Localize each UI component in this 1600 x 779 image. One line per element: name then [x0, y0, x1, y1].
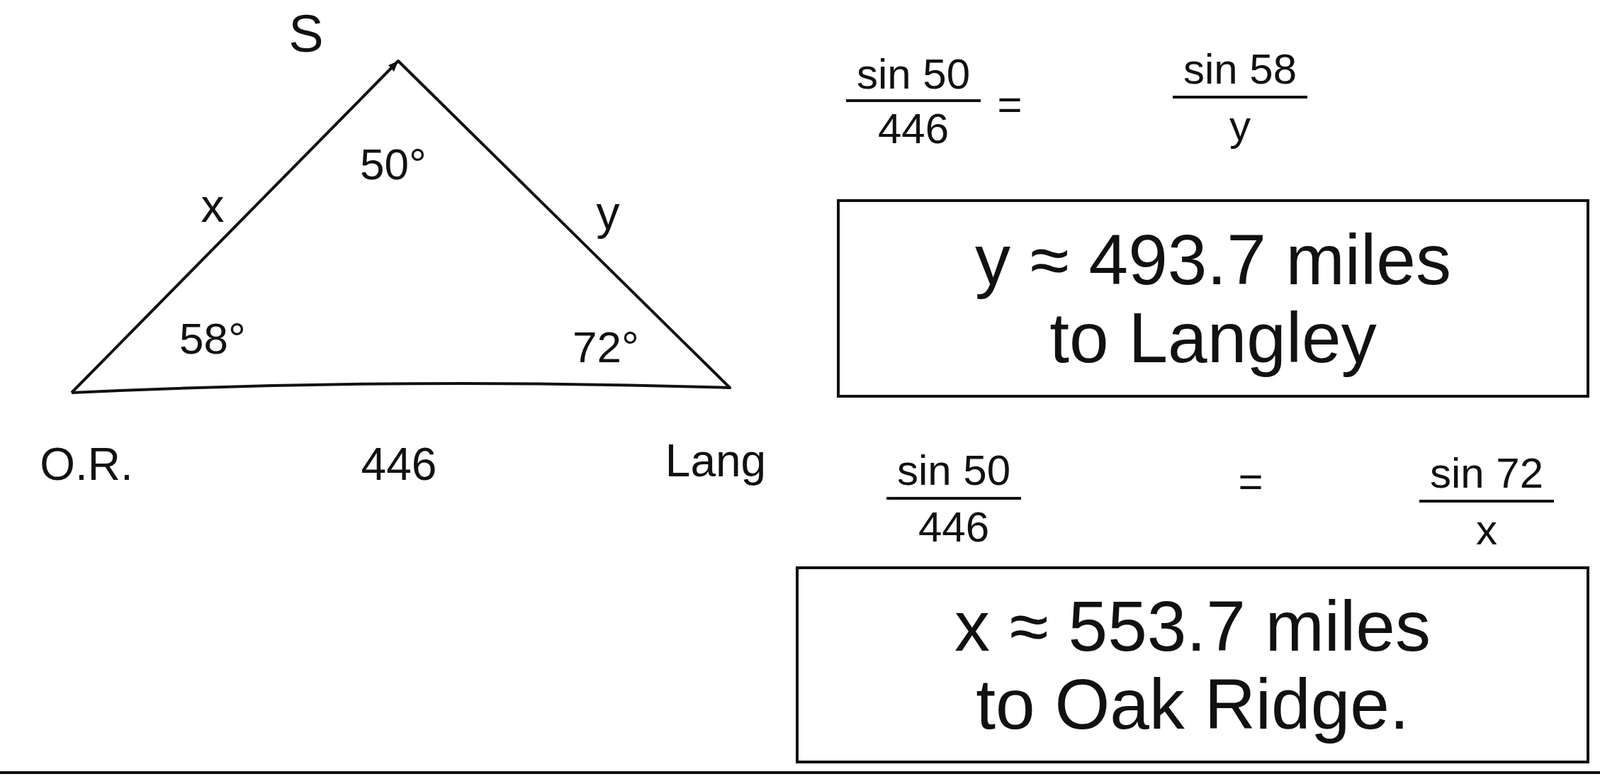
equation-text: x: [1475, 508, 1498, 552]
angle-label: 50°: [359, 142, 427, 187]
side-length: 446: [361, 441, 438, 487]
answer-box: x ≈ 553.7 miles to Oak Ridge.: [795, 566, 1590, 764]
equation-text: y: [1229, 104, 1251, 148]
vertex-label: S: [288, 7, 324, 61]
answer-text: x ≈ 553.7 miles to Oak Ridge.: [923, 586, 1462, 743]
angle-label: 72°: [572, 325, 640, 370]
answer-text: y ≈ 493.7 miles to Langley: [954, 220, 1472, 377]
equation-text: =: [1237, 460, 1263, 504]
equation-text: 446: [918, 505, 990, 549]
fraction-bar: [1172, 95, 1308, 99]
page-rule: [0, 770, 1600, 774]
equation-text: sin 58: [1183, 48, 1297, 91]
equation-text: =: [996, 83, 1022, 127]
triangle-outline: [71, 60, 730, 393]
equation-text: 446: [877, 107, 949, 151]
vertex-label: Lang: [665, 437, 766, 484]
equation-text: sin 50: [856, 53, 971, 96]
fraction-bar: [846, 99, 981, 103]
angle-label: 58°: [179, 316, 246, 361]
equation-text: sin 72: [1429, 452, 1544, 495]
fraction-bar: [886, 496, 1022, 500]
apex-mark: [388, 60, 399, 72]
side-label: y: [596, 189, 621, 236]
side-label: x: [201, 182, 225, 229]
equation-text: sin 50: [897, 449, 1011, 492]
fraction-bar: [1419, 499, 1554, 503]
answer-box: y ≈ 493.7 miles to Langley: [836, 199, 1590, 398]
vertex-label: O.R.: [39, 441, 134, 487]
